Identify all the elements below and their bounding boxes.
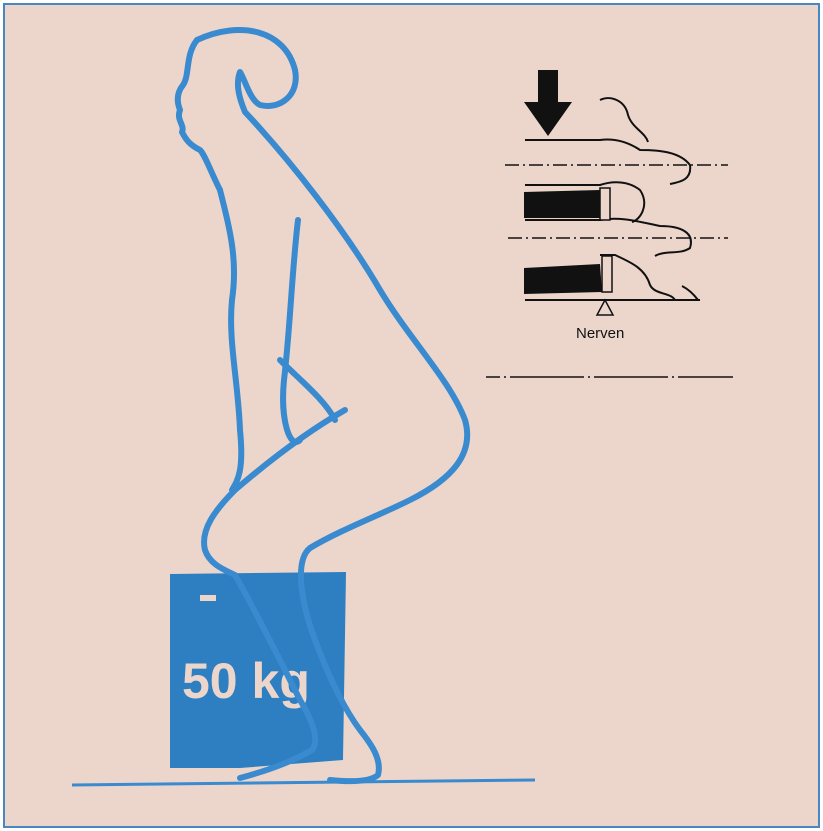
down-arrow-icon xyxy=(524,70,572,136)
weight-block: 50 kg xyxy=(170,572,346,768)
weight-minus-mark xyxy=(200,595,216,601)
spine-diagram: Nerven xyxy=(486,70,733,377)
nerve-label: Nerven xyxy=(576,325,624,342)
floor-line xyxy=(72,780,535,785)
nerve-marker-icon xyxy=(597,300,613,315)
